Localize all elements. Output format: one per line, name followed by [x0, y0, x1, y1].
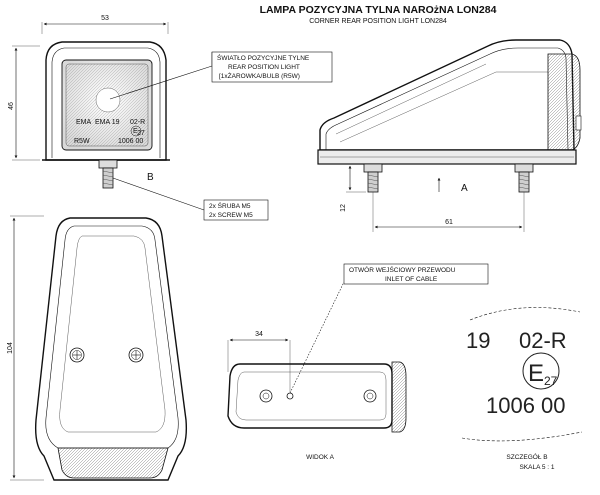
lens-serial: 1006 00 [118, 138, 143, 145]
lens-e-mark: E [133, 128, 138, 135]
top-housing [34, 217, 188, 481]
callout-cable-box [343, 263, 489, 285]
view-a-base [227, 363, 393, 429]
view-a-end-lens [391, 361, 407, 433]
front-view: 53 46 EMA EMA 19 02-R E 27 R5W 1006 00 B [8, 15, 333, 221]
front-housing [45, 41, 167, 161]
detail-code: 02-R [519, 328, 567, 353]
dim-width: 53 [101, 15, 109, 22]
top-screw-left [69, 347, 85, 363]
lens-ema-right: EMA 19 [95, 119, 120, 126]
lens-ema-left: EMA [76, 119, 92, 126]
side-housing [319, 39, 575, 151]
callout-screw-line2: 2x SCREW M5 [209, 212, 253, 219]
callout-screw-box [203, 199, 269, 221]
view-a-hole-right [363, 389, 377, 403]
label-scale: SKALA 5 : 1 [519, 464, 554, 471]
side-bolt-right-nut [514, 163, 534, 173]
front-bolt-nut [98, 159, 118, 169]
front-bolt [102, 167, 114, 189]
detail-e-mark: E [528, 360, 544, 387]
lens-e-number: 27 [137, 130, 145, 137]
marker-a: A [461, 183, 468, 194]
lens-e-mark-circle [130, 125, 142, 137]
callout-lamp-box [211, 51, 333, 83]
view-a-cable-inlet [286, 392, 294, 400]
detail-serial: 1006 00 [486, 393, 566, 418]
dim-bolt-length: 12 [340, 204, 347, 212]
lens-code: 02-R [130, 119, 145, 126]
detail-b-boundary [469, 307, 581, 321]
view-a: 34 OTWÓR WEJŚCIOWY PRZEWODU INLET OF CAB… [227, 263, 489, 461]
top-screw-right [128, 347, 144, 363]
detail-e-mark-circle [522, 352, 560, 390]
dim-height-top: 104 [7, 342, 14, 354]
lens-bulb: R5W [74, 138, 90, 145]
side-bolt-right [518, 171, 530, 193]
side-view: A 12 61 [317, 39, 582, 232]
dim-bolt-spacing: 61 [445, 219, 453, 226]
detail-b: 19 02-R E 27 1006 00 SZCZEGÓŁ B SKALA 5 … [461, 307, 583, 471]
detail-e-number: 27 [544, 374, 558, 388]
title-line1: LAMPA POZYCYJNA TYLNA NAROżNA LON284 [260, 4, 497, 16]
dim-hole-offset: 34 [255, 331, 263, 338]
callout-cable-line1: OTWÓR WEJŚCIOWY PRZEWODU [349, 265, 456, 274]
top-end-lens [57, 447, 169, 479]
callout-cable-line2: INLET OF CABLE [385, 276, 438, 283]
detail-frag-19: 19 [466, 328, 490, 353]
callout-lamp-line2: REAR POSITION LIGHT [228, 64, 300, 71]
callout-screw-line1: 2x ŚRUBA M5 [209, 201, 251, 210]
view-a-hole-left [259, 389, 273, 403]
top-view: 104 [7, 215, 188, 481]
callout-lamp-line1: ŚWIATŁO POZYCYJNE TYLNE [217, 53, 310, 62]
label-view-a: WIDOK A [306, 454, 334, 461]
dim-height-front: 46 [8, 102, 15, 110]
side-end-lens [547, 53, 581, 151]
side-bolt-left-nut [363, 163, 383, 173]
side-bolt-left [367, 171, 379, 193]
marker-b: B [147, 172, 154, 183]
lens-center-disc [95, 87, 121, 113]
title-line2: CORNER REAR POSITION LIGHT LON284 [309, 18, 447, 25]
callout-lamp-line3: [1xŻAROWKA/BULB (R5W) [219, 71, 300, 80]
label-detail-b: SZCZEGÓŁ B [506, 452, 547, 461]
